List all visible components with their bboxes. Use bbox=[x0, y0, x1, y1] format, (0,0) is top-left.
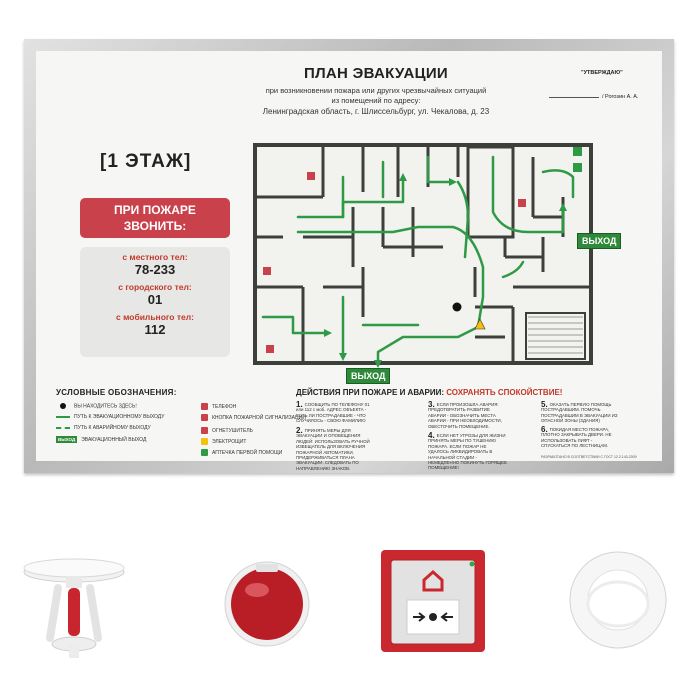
fire-call-box: ПРИ ПОЖАРЕ ЗВОНИТЬ: bbox=[80, 198, 230, 238]
phone-marker bbox=[307, 172, 315, 180]
legend-item: ПУТЬ К АВАРИЙНОМУ ВЫХОДУ bbox=[56, 425, 151, 431]
phone-value: 01 bbox=[147, 292, 163, 307]
plan-subtitle-2: из помещений по адресу: bbox=[331, 96, 421, 105]
phone-numbers: с местного тел: 78-233 с городского тел:… bbox=[80, 247, 230, 357]
you-are-here-marker bbox=[452, 302, 462, 312]
evacuation-plan-board: ПЛАН ЭВАКУАЦИИ при возникновении пожара … bbox=[36, 51, 662, 471]
legend-item: КНОПКА ПОЖАРНОЙ СИГНАЛИЗАЦИИ bbox=[201, 414, 306, 421]
exit-sign-bottom: ВЫХОД bbox=[346, 368, 391, 384]
fire-alarm-bell-icon bbox=[224, 561, 310, 647]
legend-item: АПТЕЧКА ПЕРВОЙ ПОМОЩИ bbox=[201, 449, 282, 456]
legend-heading: УСЛОВНЫЕ ОБОЗНАЧЕНИЯ: bbox=[56, 388, 177, 397]
action-step: 4.ЕСЛИ НЕТ УГРОЗЫ ДЛЯ ЖИЗНИ ПРИНЯТЬ МЕРЫ… bbox=[428, 431, 507, 471]
action-step: 6.ПОКИДАЯ МЕСТО ПОЖАРА, ПЛОТНО ЗАКРЫВАТЬ… bbox=[541, 425, 612, 449]
floor-plan bbox=[253, 143, 593, 368]
gost-note: РАЗРАБОТАНО В СООТВЕТСТВИИ С ГОСТ 12.2.1… bbox=[541, 455, 637, 459]
action-step: 3.ЕСЛИ ПРОИЗОШЛА АВАРИЯ: ПРЕДОТВРАТИТЬ Р… bbox=[428, 400, 502, 429]
legend-item: ВЫ НАХОДИТЕСЬ ЗДЕСЬ! bbox=[56, 403, 137, 409]
fire-alarm-marker bbox=[474, 318, 486, 330]
action-step: 1.СООБЩИТЬ ПО ТЕЛЕФОНУ 01 или 112 с моб.… bbox=[296, 400, 370, 424]
phone-value: 112 bbox=[144, 322, 166, 337]
floor-label: [1 ЭТАЖ] bbox=[100, 151, 192, 172]
approve-label: "УТВЕРЖДАЮ" bbox=[581, 70, 623, 76]
phone-marker bbox=[266, 345, 274, 353]
approve-signature: / Рогозин А. А. bbox=[549, 94, 639, 100]
phone-value: 78-233 bbox=[134, 262, 176, 277]
legend-item: ТЕЛЕФОН bbox=[201, 403, 236, 410]
room-block bbox=[466, 145, 515, 239]
building-outline bbox=[253, 143, 593, 365]
stairs bbox=[525, 312, 586, 360]
first-aid-marker bbox=[573, 147, 582, 156]
legend-item: ЭЛЕКТРОЩИТ bbox=[201, 438, 246, 445]
evacuation-plan-frame: ПЛАН ЭВАКУАЦИИ при возникновении пожара … bbox=[24, 39, 674, 473]
phone-label: с городского тел: bbox=[118, 282, 192, 292]
exit-marker bbox=[573, 163, 582, 172]
action-step: 5.ОКАЗАТЬ ПЕРВУЮ ПОМОЩЬ ПОСТРАДАВШИМ. ПО… bbox=[541, 400, 618, 424]
path-arrows bbox=[324, 173, 567, 368]
legend-item: ОГНЕТУШИТЕЛЬ bbox=[201, 427, 253, 434]
actions-heading: ДЕЙСТВИЯ ПРИ ПОЖАРЕ И АВАРИИ: СОХРАНЯТЬ … bbox=[296, 388, 563, 397]
sprinkler-icon bbox=[23, 558, 125, 658]
plan-title: ПЛАН ЭВАКУАЦИИ bbox=[303, 65, 448, 82]
plan-subtitle: при возникновении пожара или других чрез… bbox=[265, 86, 487, 95]
phone-label: с мобильного тел: bbox=[116, 312, 194, 322]
evacuation-paths bbox=[261, 155, 575, 367]
plan-address: Ленинградская область, г. Шлиссельбург, … bbox=[262, 107, 490, 116]
phone-label: с местного тел: bbox=[122, 252, 188, 262]
legend-item: ПУТЬ К ЭВАКУАЦИОННОМУ ВЫХОДУ bbox=[56, 414, 164, 420]
smoke-detector-icon bbox=[569, 551, 667, 649]
extinguisher-marker bbox=[263, 267, 271, 275]
phone-marker bbox=[518, 199, 526, 207]
action-step: 2.ПРИНЯТЬ МЕРЫ ДЛЯ ЭВАКУАЦИИ И ОПОВЕЩЕНИ… bbox=[296, 426, 370, 471]
exit-sign-right: ВЫХОД bbox=[577, 233, 622, 249]
manual-call-point-icon bbox=[381, 550, 485, 652]
